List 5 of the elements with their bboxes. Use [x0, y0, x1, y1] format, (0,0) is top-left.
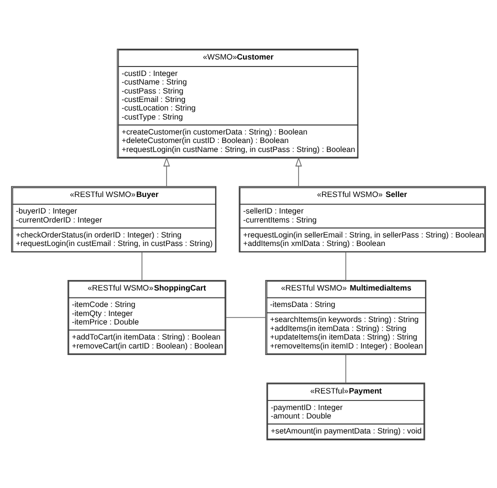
arrow	[163, 156, 170, 186]
connector	[345, 354, 346, 383]
arrow	[295, 156, 302, 186]
connector	[345, 251, 346, 280]
connector	[226, 316, 266, 318]
